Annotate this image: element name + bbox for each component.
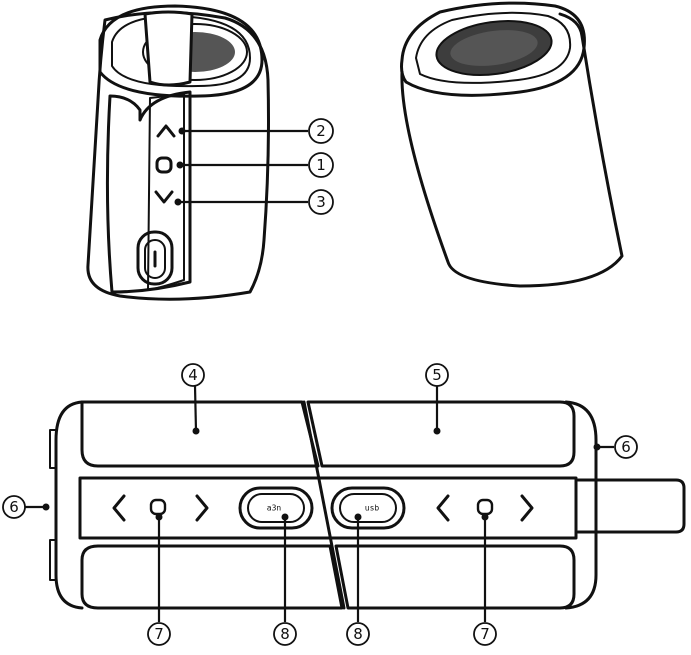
speaker-body-outline [86, 11, 270, 301]
volume-up-icon [156, 124, 176, 138]
control-panel-inner [147, 93, 185, 291]
callout-6-right-label: 6 [621, 438, 631, 456]
strap-icon [143, 10, 194, 87]
bottom-panel-left [80, 544, 344, 610]
callout-4-leader [193, 385, 198, 432]
callout-3-badge [308, 189, 334, 215]
speaker-strip-view: a3n usb [49, 400, 686, 610]
callout-2-badge [308, 118, 334, 144]
top-panel-left [80, 400, 320, 468]
callout-6-left-label: 6 [9, 498, 19, 516]
left-end-cap-notch-bottom [49, 539, 57, 581]
speaker-front-view [86, 4, 270, 301]
prev-chevron-left-icon [112, 494, 126, 522]
callout-2-group: 2 [178, 118, 334, 144]
callout-5-group: 5 [425, 363, 449, 435]
callout-7-right-badge [473, 622, 497, 646]
callout-1-badge [308, 152, 334, 178]
callout-5-dot [433, 427, 441, 435]
callout-6-left-group: 6 [2, 495, 50, 519]
callout-6-right-group: 6 [593, 435, 638, 459]
left-end-cap-notch-top [49, 429, 57, 469]
middle-band [78, 476, 578, 540]
callout-4-group: 4 [181, 363, 205, 435]
aux-port-inner [247, 493, 305, 523]
callout-8-right-badge [346, 622, 370, 646]
callout-8-right-label: 8 [353, 625, 363, 643]
callout-1-label: 1 [316, 156, 326, 174]
next-chevron-right-icon-2 [520, 494, 534, 522]
callout-8-right-group: 8 [346, 513, 370, 646]
prev-chevron-left-icon-2 [436, 494, 450, 522]
speaker-back-grill-center [450, 30, 538, 66]
control-panel-strip [105, 90, 192, 294]
power-button-icon [155, 156, 173, 174]
volume-down-icon [154, 190, 174, 204]
aux-port-label: a3n [267, 504, 282, 513]
callout-7-left-group: 7 [147, 513, 171, 646]
right-end-cap [564, 400, 598, 610]
usb-port-label: usb [365, 504, 380, 513]
right-power-button [476, 498, 494, 516]
callout-7-right-label: 7 [480, 625, 490, 643]
speaker-grill [142, 23, 248, 81]
callout-6-left-dot [42, 503, 50, 511]
usb-port-pill [330, 486, 406, 530]
diagonal-seam [302, 400, 346, 610]
charge-port-pill [136, 230, 174, 286]
callout-5-label: 5 [432, 366, 442, 384]
callout-3-group: 3 [174, 189, 334, 215]
callout-4-label: 4 [188, 366, 198, 384]
callout-7-left-badge [147, 622, 171, 646]
speaker-top-rim [98, 4, 264, 98]
callout-4-badge [181, 363, 205, 387]
speaker-back-view [400, 1, 624, 288]
callout-8-left-group: 8 [273, 513, 297, 646]
speaker-back-inner-rim [415, 11, 572, 84]
callout-7-right-group: 7 [473, 513, 497, 646]
callout-1-group: 1 [176, 152, 334, 178]
aux-port-pill [238, 486, 314, 530]
left-power-button [149, 498, 167, 516]
callout-8-left-badge [273, 622, 297, 646]
bottom-panel-right [334, 544, 576, 610]
left-end-cap [54, 400, 84, 610]
charge-port-inner [144, 239, 166, 279]
callout-6-right-badge [614, 435, 638, 459]
top-panel-right [306, 400, 576, 468]
callout-7-left-label: 7 [154, 625, 164, 643]
callout-2-label: 2 [316, 122, 326, 140]
next-chevron-right-icon [195, 494, 209, 522]
callout-8-left-label: 8 [280, 625, 290, 643]
strap-tab [576, 478, 686, 534]
callout-3-label: 3 [316, 193, 326, 211]
callout-4-dot [192, 427, 200, 435]
usb-port-inner [339, 493, 397, 523]
speaker-back-top-rim [400, 1, 586, 97]
